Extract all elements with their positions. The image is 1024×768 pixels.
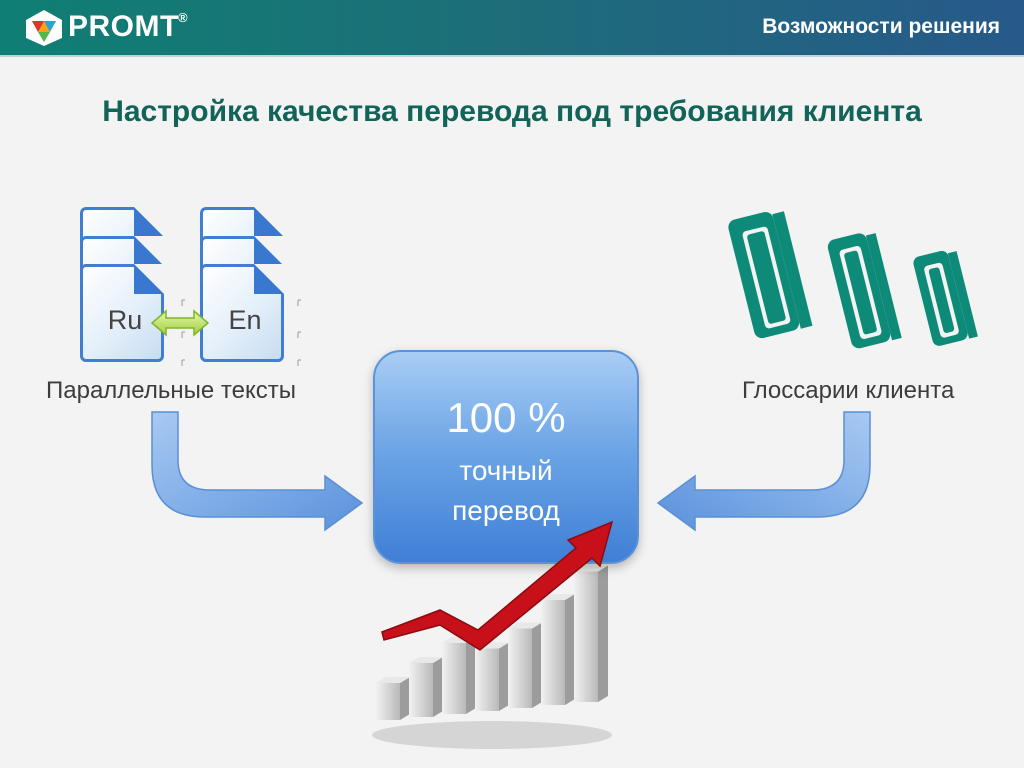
alignment-ticks [181,299,301,366]
growth-bar-side [433,657,443,717]
result-text-line2: перевод [452,495,560,526]
glossary-label: Глоссарии клиента [742,377,955,404]
growth-bar-side [400,677,410,720]
left-flow-arrow [151,411,364,532]
growth-bar [442,643,466,714]
parallel-texts-label: Параллельные тексты [46,377,296,404]
right-flow-arrow [656,411,871,532]
growth-bar [475,648,499,711]
result-text-line1: точный [459,455,553,486]
growth-bar-side [532,622,542,708]
bidirectional-arrow-icon [150,309,210,337]
growth-bar-side [565,594,575,705]
growth-bar [508,628,532,708]
target-language-label: En [228,305,262,335]
growth-bar [409,663,433,717]
slide-heading: Настройка качества перевода под требован… [102,95,922,128]
growth-chart-shadow [372,721,612,749]
growth-bar-side [499,642,509,711]
accuracy-percent: 100 % [446,394,566,441]
result-box: 100 % точный перевод [373,350,639,564]
growth-bar-top [409,657,443,663]
en-document-front: En [200,264,284,362]
growth-bar [376,683,400,720]
logo-text: PROMT [68,10,179,43]
growth-bar [541,600,565,705]
promt-logo-icon [26,10,62,46]
books-icon [728,211,978,349]
section-title: Возможности решения [762,15,1000,38]
ru-document-front: Ru [80,264,164,362]
source-language-label: Ru [107,305,143,335]
growth-chart-icon [372,565,612,749]
growth-bar-top [376,677,410,683]
logo-registered-mark: ® [178,10,188,25]
growth-bar-side [466,637,476,714]
growth-bar [574,571,598,702]
header-bar: PROMT ® Возможности решения [0,0,1024,57]
growth-bar-side [598,565,608,702]
